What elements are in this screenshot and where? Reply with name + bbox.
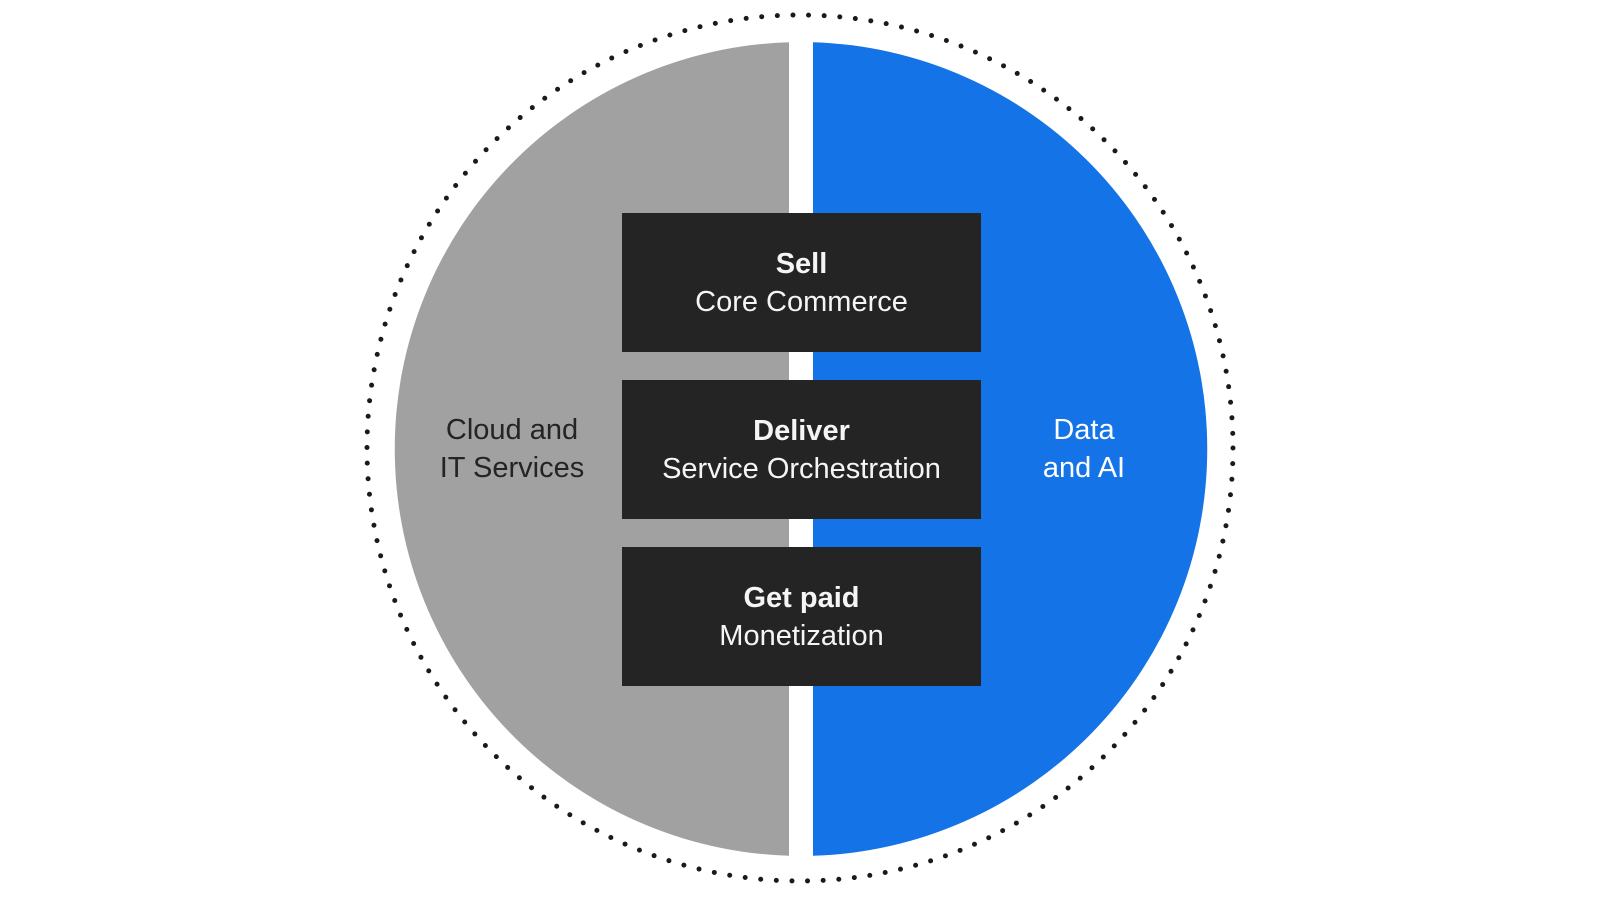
dotted-ring	[364, 12, 1236, 884]
pillar-deliver: Deliver Service Orchestration	[622, 380, 981, 519]
pillar-sell-title: Sell	[775, 247, 828, 280]
right-half-label: Data and AI	[1043, 411, 1125, 487]
right-half-label-line1: Data	[1053, 414, 1115, 446]
pillar-sell-subtitle: Core Commerce	[695, 285, 908, 318]
left-half-label-line1: Cloud and	[445, 414, 579, 446]
right-half-label-line2: and AI	[1042, 452, 1126, 484]
pillar-sell: Sell Core Commerce	[622, 213, 981, 352]
pillar-get-paid-title: Get paid	[743, 581, 860, 614]
pillar-get-paid: Get paid Monetization	[622, 547, 981, 686]
pillar-deliver-subtitle: Service Orchestration	[662, 452, 941, 485]
pillar-deliver-title: Deliver	[753, 414, 850, 447]
left-half-label: Cloud and IT Services	[440, 411, 585, 487]
pillar-get-paid-subtitle: Monetization	[719, 619, 884, 652]
left-half-label-line2: IT Services	[439, 452, 585, 484]
